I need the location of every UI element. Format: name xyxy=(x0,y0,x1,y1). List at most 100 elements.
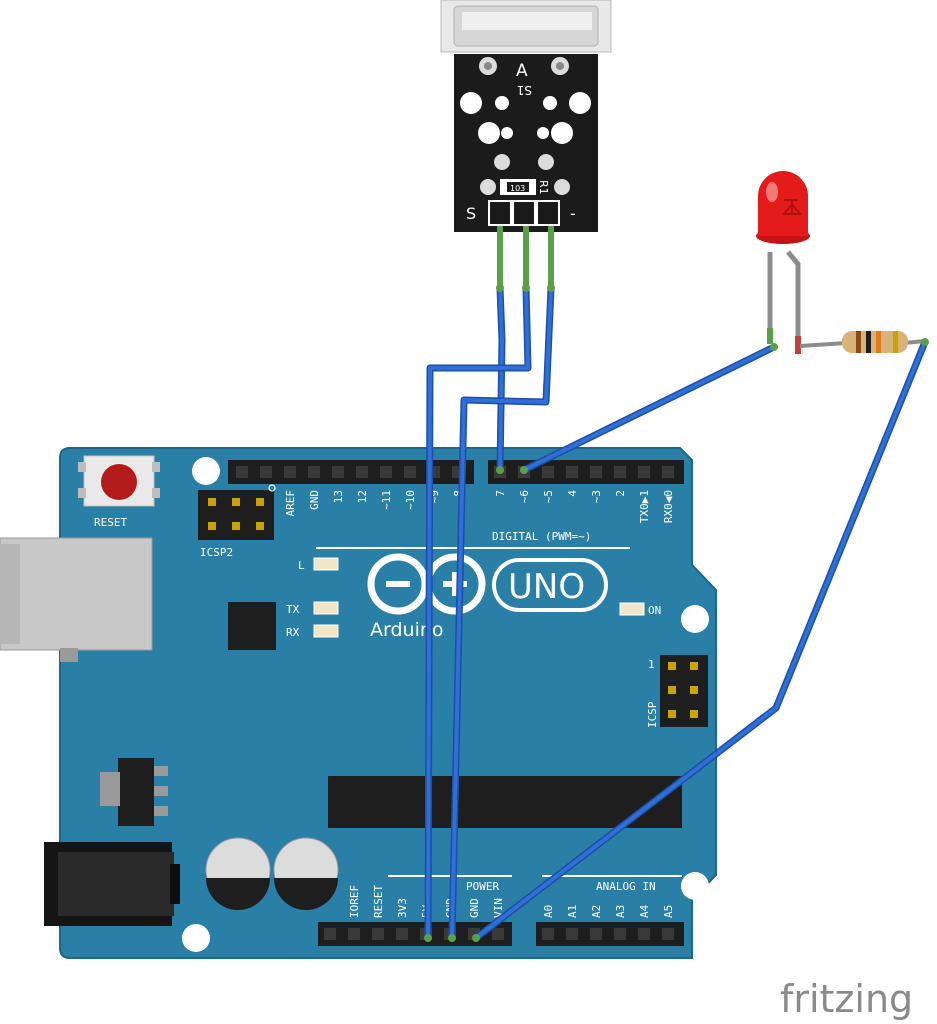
mounting-hole xyxy=(192,457,220,485)
sensor-silk-a: A xyxy=(516,61,528,81)
analog-pin-label: A5 xyxy=(662,905,675,918)
board-pcb xyxy=(59,447,717,959)
led-on-label: ON xyxy=(648,604,661,617)
header-socket xyxy=(662,928,674,940)
resistor-ref: R1 xyxy=(537,180,550,195)
header-socket xyxy=(614,466,626,478)
wire-gnd-to-gnd xyxy=(448,284,555,942)
digital-pin-label: 12 xyxy=(356,490,369,503)
sensor-leg-s xyxy=(497,226,503,288)
header-socket xyxy=(236,466,248,478)
wire-signal-to-d7 xyxy=(496,284,506,474)
header-socket xyxy=(308,466,320,478)
led-on xyxy=(619,602,645,616)
header-socket xyxy=(404,466,416,478)
header-socket xyxy=(638,928,650,940)
wire-vcc-to-5v xyxy=(424,284,532,942)
led-tx-label: TX xyxy=(286,603,300,616)
header-socket xyxy=(542,928,554,940)
reset-button[interactable] xyxy=(78,455,160,507)
analog-pin-label: A3 xyxy=(614,905,627,918)
tilt-switch xyxy=(440,0,612,53)
resistor xyxy=(799,331,926,353)
analog-pin-label: A2 xyxy=(590,905,603,918)
mounting-hole xyxy=(681,872,709,900)
digital-pin-label: ~11 xyxy=(380,490,393,510)
led-l-label: L xyxy=(298,559,305,572)
sensor-pin-minus-label: - xyxy=(570,204,576,223)
power-label: POWER xyxy=(466,880,499,893)
header-socket xyxy=(380,466,392,478)
arduino-brand-text: Arduino xyxy=(370,619,444,641)
capacitor xyxy=(273,837,339,910)
digital-label: DIGITAL (PWM=~) xyxy=(492,530,591,543)
usb-connector xyxy=(0,537,153,662)
capacitor xyxy=(205,837,271,910)
digital-pin-label: GND xyxy=(308,490,321,510)
digital-pin-label: TX0▶1 xyxy=(638,490,651,523)
icsp-pin1-label: 1 xyxy=(648,658,655,671)
analog-pin-label: A4 xyxy=(638,904,651,918)
analog-pin-label: A1 xyxy=(566,905,579,918)
ic-chip xyxy=(228,602,276,650)
digital-pin-label: 2 xyxy=(614,490,627,497)
header-socket xyxy=(348,928,360,940)
header-socket xyxy=(324,928,336,940)
header-socket xyxy=(590,466,602,478)
digital-pin-label: ~6 xyxy=(518,490,531,503)
header-socket xyxy=(614,928,626,940)
sensor-leg-gnd xyxy=(548,226,554,288)
header-socket xyxy=(372,928,384,940)
mounting-hole xyxy=(182,924,210,952)
power-pin-label: 3V3 xyxy=(396,898,409,918)
icsp-header xyxy=(660,655,708,727)
header-socket xyxy=(260,466,272,478)
arduino-logo: UNO xyxy=(367,553,608,615)
led-rx-label: RX xyxy=(286,626,300,639)
icsp-label: ICSP xyxy=(646,701,659,728)
power-pin-label: RESET xyxy=(372,885,385,918)
digital-header-low xyxy=(488,460,684,484)
header-socket xyxy=(332,466,344,478)
arduino-uno-board: RESET ICSP2 xyxy=(0,447,717,959)
header-socket xyxy=(566,466,578,478)
digital-pin-label: ~10 xyxy=(404,490,417,510)
digital-pin-label: ~5 xyxy=(542,490,555,503)
dc-power-jack xyxy=(44,842,180,926)
atmega-chip xyxy=(328,776,682,828)
reset-label: RESET xyxy=(94,516,127,529)
sensor-pin-s-label: S xyxy=(466,204,476,223)
sensor-leg-vcc xyxy=(523,226,529,288)
jumper-wires xyxy=(424,284,929,942)
power-pin-label: IOREF xyxy=(348,885,361,918)
uno-logo-text: UNO xyxy=(508,567,585,607)
icsp2-header xyxy=(198,484,276,540)
led-l xyxy=(313,557,339,571)
digital-pin-label: 7 xyxy=(494,490,507,497)
mounting-hole xyxy=(681,605,709,633)
wire-resistor-to-gnd xyxy=(472,338,929,942)
tilt-sensor-module: A S1 103 R1 S - xyxy=(440,0,612,288)
led-rx xyxy=(313,624,339,638)
voltage-regulator xyxy=(100,758,168,826)
header-socket xyxy=(542,466,554,478)
header-socket xyxy=(662,466,674,478)
red-led xyxy=(756,171,810,354)
header-socket xyxy=(638,466,650,478)
header-socket xyxy=(356,466,368,478)
sensor-silk-s1: S1 xyxy=(517,83,532,97)
icsp2-label: ICSP2 xyxy=(200,546,233,559)
header-socket xyxy=(396,928,408,940)
header-socket xyxy=(566,928,578,940)
power-pin-label: GND xyxy=(468,898,481,918)
digital-pin-label: 4 xyxy=(566,490,579,497)
wire-led-to-d6 xyxy=(520,343,778,474)
led-tx xyxy=(313,601,339,615)
digital-pin-label: 13 xyxy=(332,490,345,503)
fritzing-watermark: fritzing xyxy=(780,977,913,1021)
smd-resistor: 103 xyxy=(500,179,536,195)
digital-pin-label: ~3 xyxy=(590,490,603,503)
digital-pin-label: RX0◀0 xyxy=(662,490,675,523)
uno-badge xyxy=(492,558,608,612)
header-socket xyxy=(590,928,602,940)
